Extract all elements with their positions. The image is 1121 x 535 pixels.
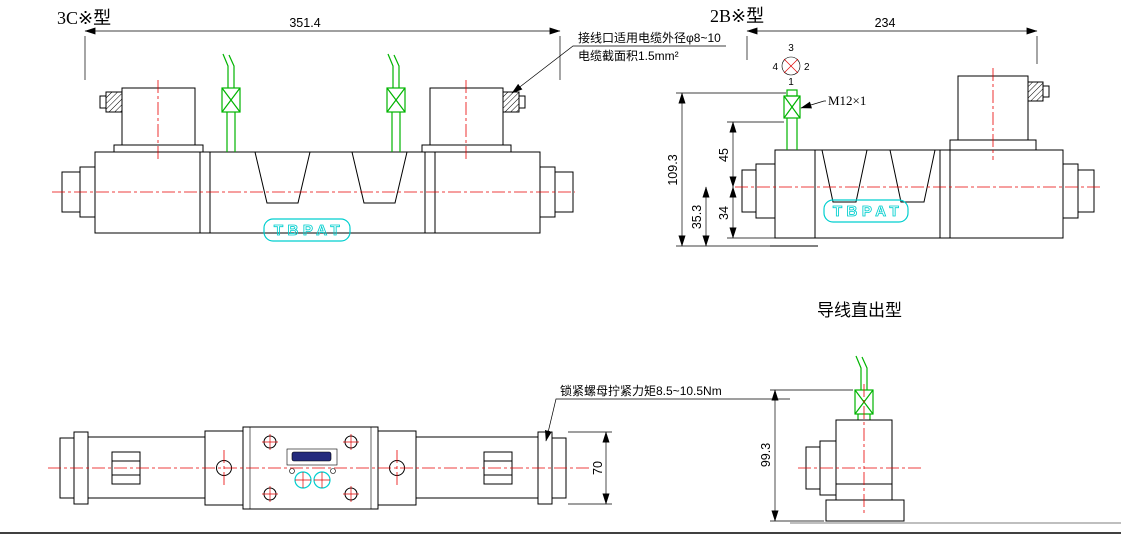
valve-center-body: [209, 151, 426, 234]
port-3-label: 3: [788, 43, 794, 54]
cable-terminal-left: [105, 91, 123, 113]
brand-logo-3c: TBPAT: [263, 218, 351, 242]
centerline-holes-top: [223, 450, 398, 486]
dim-text-34: 34: [717, 206, 731, 220]
centerline-boxes-3c: [157, 80, 467, 162]
lead-wire-title: 导线直出型: [817, 301, 902, 320]
m12-connector: M12×1: [783, 89, 866, 150]
port-1-label: 1: [788, 77, 794, 88]
solenoid-coil-right: [424, 151, 541, 234]
dim-text-351: 351.4: [289, 16, 320, 30]
cable-note-3c: 接线口适用电缆外径φ8~10 电缆截面积1.5mm²: [511, 30, 726, 94]
dimension-width-top: 70: [568, 431, 612, 505]
body-notch-right: [351, 151, 408, 204]
body-notch-left-2b: [821, 149, 868, 203]
dim-text-234: 234: [875, 16, 896, 30]
dim-text-70: 70: [591, 461, 605, 475]
body-notch-left: [254, 151, 311, 204]
port-4-label: 4: [772, 62, 778, 73]
cable-note-line2: 电缆截面积1.5mm²: [578, 49, 679, 63]
hole-crosshairs: [262, 434, 359, 502]
brand-logo-text: TBPAT: [274, 222, 344, 239]
coil-right-top: [415, 436, 539, 499]
brand-logo-text-2b: TBPAT: [833, 203, 903, 220]
cable-gland-right-3c: [386, 53, 406, 152]
port-2-label: 2: [804, 62, 810, 73]
end-plug-right-2b: [1077, 169, 1095, 213]
terminal-box-left: [121, 87, 196, 146]
view-3c-title: 3C※型: [57, 8, 111, 28]
mount-flange: [825, 499, 905, 522]
view-top: 70 锁紧螺母拧紧力矩8.5~10.5Nm: [48, 383, 790, 510]
view-lead-wire: 导线直出型 99.3: [759, 301, 1121, 524]
brand-logo-2b: TBPAT: [823, 199, 909, 223]
end-plug-left-2b: [741, 169, 757, 213]
valve-body-3c: [61, 87, 574, 234]
valve-main-body-2b: [774, 149, 1064, 239]
thread-spec-label: M12×1: [828, 93, 866, 108]
coil-left-top: [87, 436, 206, 499]
view-3c: 3C※型 351.4: [52, 8, 726, 242]
dim-text-45: 45: [717, 148, 731, 162]
cable-terminal-2b: [1027, 81, 1044, 102]
cable-terminal-right: [502, 91, 520, 113]
solenoid-body-lead-wire: [805, 419, 905, 522]
dim-text-109-3: 109.3: [666, 154, 680, 185]
cable-gland-lead-wire: [854, 355, 874, 420]
dimension-height-lw: 99.3: [759, 389, 853, 522]
torque-note-text: 锁紧螺母拧紧力矩8.5~10.5Nm: [560, 383, 722, 398]
dimensions-vertical-2b: 109.3 45 35.3 34: [666, 92, 786, 247]
terminal-box-right: [429, 87, 504, 146]
port-symbol: 3 4 2 1: [772, 43, 810, 88]
valve-body-2b: [741, 75, 1095, 247]
spool-slot: [291, 451, 332, 462]
dim-text-99-3: 99.3: [759, 443, 773, 467]
port-symbol-circle: [781, 56, 801, 76]
view-2b-title: 2B※型: [710, 6, 764, 26]
dimension-overall-2b: 234: [746, 16, 1038, 64]
dim-text-35-3: 35.3: [690, 205, 704, 229]
torque-note: 锁紧螺母拧紧力矩8.5~10.5Nm: [544, 383, 790, 442]
body-notch-right-2b: [889, 149, 936, 203]
cable-gland-left-3c: [221, 53, 241, 152]
solenoid-coil-left: [94, 151, 211, 234]
view-2b: 2B※型 3 4 2 1 234 109.3 45 35.3 34: [666, 6, 1100, 247]
dimension-overall-3c: 351.4: [84, 16, 561, 80]
cable-note-line1: 接线口适用电缆外径φ8~10: [578, 30, 721, 45]
